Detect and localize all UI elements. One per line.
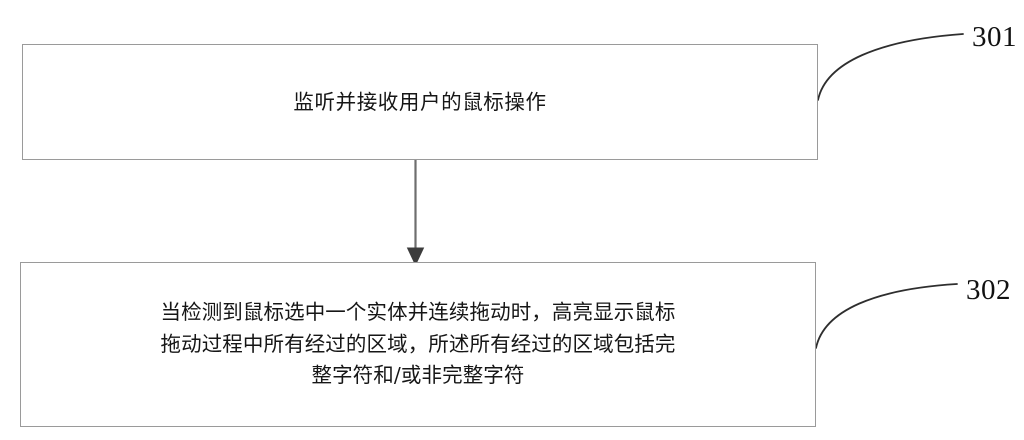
leader-line-302 [815, 283, 958, 349]
reference-numeral-301: 301 [972, 21, 1017, 53]
flowchart-step-302: 当检测到鼠标选中一个实体并连续拖动时，高亮显示鼠标 拖动过程中所有经过的区域，所… [20, 262, 816, 427]
reference-numeral-302: 302 [966, 274, 1011, 306]
flowchart-step-301: 监听并接收用户的鼠标操作 [22, 44, 818, 160]
flowchart-step-301-label: 监听并接收用户的鼠标操作 [293, 89, 547, 114]
flowchart-step-302-label: 当检测到鼠标选中一个实体并连续拖动时，高亮显示鼠标 拖动过程中所有经过的区域，所… [160, 300, 676, 388]
leader-line-301 [817, 33, 964, 101]
